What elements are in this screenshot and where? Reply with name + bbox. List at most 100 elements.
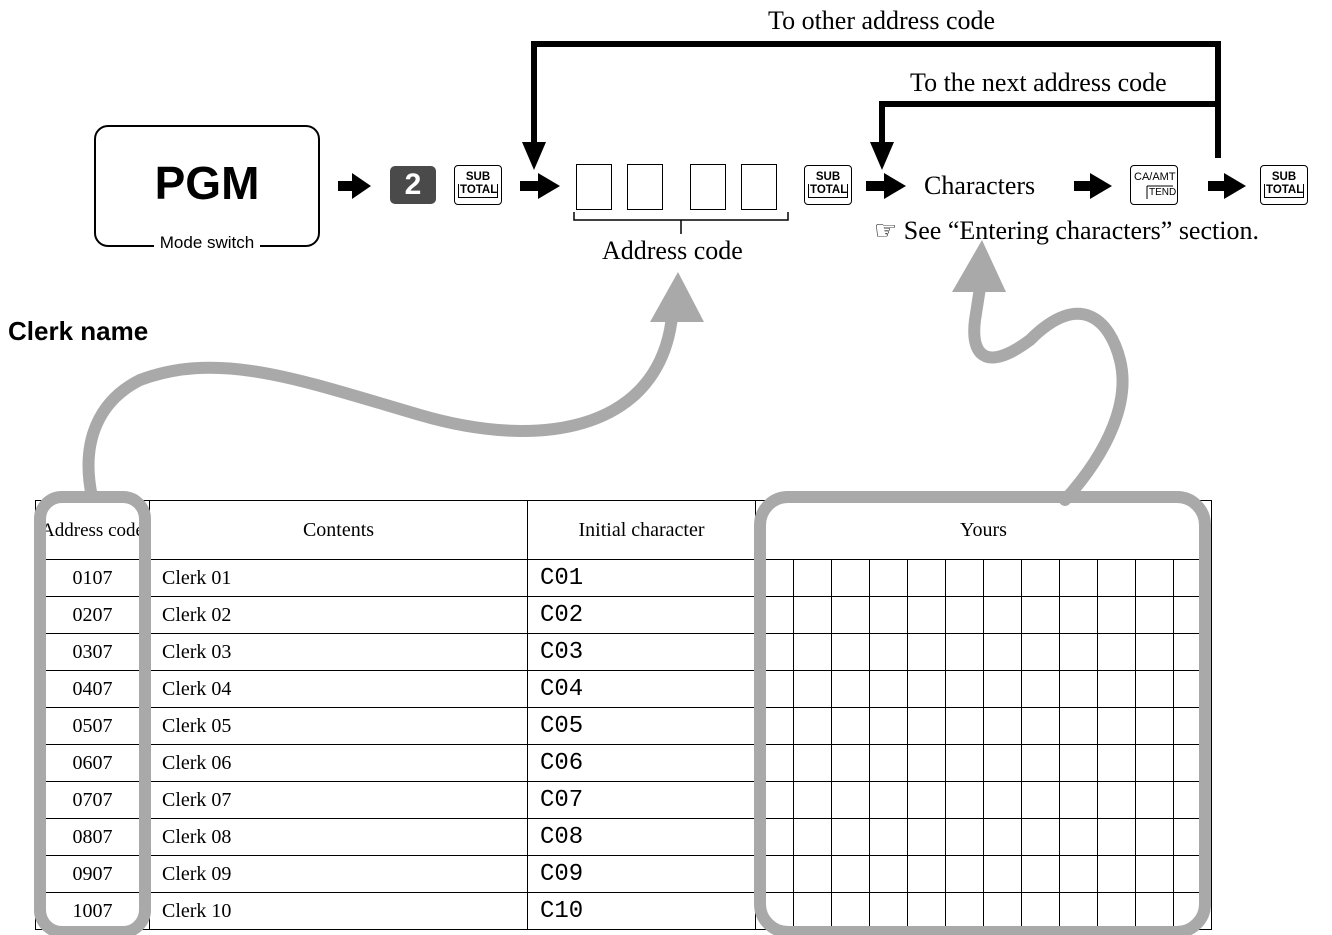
character-slot[interactable] xyxy=(1022,671,1060,707)
character-slot[interactable] xyxy=(870,597,908,633)
character-slot[interactable] xyxy=(756,560,794,596)
subtotal-key[interactable]: SUB TOTAL xyxy=(804,165,852,205)
character-slot[interactable] xyxy=(794,634,832,670)
character-slot[interactable] xyxy=(1098,893,1136,929)
character-slot[interactable] xyxy=(984,634,1022,670)
character-slot[interactable] xyxy=(832,745,870,781)
character-slot[interactable] xyxy=(946,745,984,781)
character-slot[interactable] xyxy=(1060,819,1098,855)
character-slot[interactable] xyxy=(984,856,1022,892)
character-slot[interactable] xyxy=(794,893,832,929)
character-slot[interactable] xyxy=(1022,560,1060,596)
character-slot[interactable] xyxy=(870,782,908,818)
character-slot[interactable] xyxy=(1022,634,1060,670)
character-slot[interactable] xyxy=(908,560,946,596)
yours-entry-cell[interactable] xyxy=(755,781,1212,819)
character-slot[interactable] xyxy=(1022,819,1060,855)
character-slot[interactable] xyxy=(908,597,946,633)
character-slot[interactable] xyxy=(908,745,946,781)
character-slot[interactable] xyxy=(1022,745,1060,781)
character-slot[interactable] xyxy=(1136,708,1174,744)
character-slot[interactable] xyxy=(832,856,870,892)
yours-entry-cell[interactable] xyxy=(755,596,1212,634)
yours-entry-cell[interactable] xyxy=(755,707,1212,745)
character-slot[interactable] xyxy=(946,560,984,596)
character-slot[interactable] xyxy=(1174,856,1211,892)
character-slot[interactable] xyxy=(832,708,870,744)
character-slot[interactable] xyxy=(1022,708,1060,744)
character-slot[interactable] xyxy=(1174,597,1211,633)
yours-entry-cell[interactable] xyxy=(755,818,1212,856)
character-slot[interactable] xyxy=(1136,671,1174,707)
character-slot[interactable] xyxy=(1174,893,1211,929)
character-slot[interactable] xyxy=(1136,893,1174,929)
character-slot[interactable] xyxy=(832,597,870,633)
character-slot[interactable] xyxy=(832,819,870,855)
character-slot[interactable] xyxy=(1022,856,1060,892)
character-slot[interactable] xyxy=(794,708,832,744)
character-slot[interactable] xyxy=(1098,560,1136,596)
yours-entry-cell[interactable] xyxy=(755,892,1212,930)
character-slot[interactable] xyxy=(1098,708,1136,744)
character-slot[interactable] xyxy=(908,671,946,707)
character-slot[interactable] xyxy=(756,782,794,818)
character-slot[interactable] xyxy=(946,856,984,892)
character-slot[interactable] xyxy=(1136,634,1174,670)
character-slot[interactable] xyxy=(1060,597,1098,633)
character-slot[interactable] xyxy=(1174,819,1211,855)
character-slot[interactable] xyxy=(794,745,832,781)
character-slot[interactable] xyxy=(1098,782,1136,818)
character-slot[interactable] xyxy=(1098,745,1136,781)
character-slot[interactable] xyxy=(756,634,794,670)
subtotal-key[interactable]: SUB TOTAL xyxy=(1260,165,1308,205)
character-slot[interactable] xyxy=(946,634,984,670)
key-2[interactable]: 2 xyxy=(390,166,436,204)
character-slot[interactable] xyxy=(756,745,794,781)
character-slot[interactable] xyxy=(1174,745,1211,781)
character-slot[interactable] xyxy=(832,671,870,707)
character-slot[interactable] xyxy=(832,782,870,818)
character-slot[interactable] xyxy=(870,708,908,744)
character-slot[interactable] xyxy=(984,597,1022,633)
character-slot[interactable] xyxy=(984,671,1022,707)
subtotal-key[interactable]: SUB TOTAL xyxy=(454,165,502,205)
character-slot[interactable] xyxy=(756,708,794,744)
character-slot[interactable] xyxy=(832,560,870,596)
character-slot[interactable] xyxy=(984,708,1022,744)
character-slot[interactable] xyxy=(794,597,832,633)
character-slot[interactable] xyxy=(1136,856,1174,892)
character-slot[interactable] xyxy=(908,634,946,670)
character-slot[interactable] xyxy=(908,782,946,818)
character-slot[interactable] xyxy=(794,671,832,707)
character-slot[interactable] xyxy=(832,893,870,929)
character-slot[interactable] xyxy=(946,819,984,855)
character-slot[interactable] xyxy=(1060,560,1098,596)
character-slot[interactable] xyxy=(946,782,984,818)
character-slot[interactable] xyxy=(870,560,908,596)
character-slot[interactable] xyxy=(870,893,908,929)
character-slot[interactable] xyxy=(1136,745,1174,781)
character-slot[interactable] xyxy=(1098,671,1136,707)
character-slot[interactable] xyxy=(1022,597,1060,633)
character-slot[interactable] xyxy=(1060,893,1098,929)
character-slot[interactable] xyxy=(946,671,984,707)
character-slot[interactable] xyxy=(870,745,908,781)
character-slot[interactable] xyxy=(1174,782,1211,818)
ca-amt-tend-key[interactable]: CA/AMT TEND xyxy=(1130,165,1178,205)
character-slot[interactable] xyxy=(1136,782,1174,818)
character-slot[interactable] xyxy=(794,782,832,818)
character-slot[interactable] xyxy=(756,893,794,929)
character-slot[interactable] xyxy=(870,856,908,892)
character-slot[interactable] xyxy=(1060,782,1098,818)
character-slot[interactable] xyxy=(794,856,832,892)
character-slot[interactable] xyxy=(870,634,908,670)
character-slot[interactable] xyxy=(756,597,794,633)
character-slot[interactable] xyxy=(984,745,1022,781)
character-slot[interactable] xyxy=(1098,597,1136,633)
character-slot[interactable] xyxy=(794,560,832,596)
yours-entry-cell[interactable] xyxy=(755,855,1212,893)
character-slot[interactable] xyxy=(1174,560,1211,596)
character-slot[interactable] xyxy=(1098,819,1136,855)
character-slot[interactable] xyxy=(984,893,1022,929)
character-slot[interactable] xyxy=(908,893,946,929)
